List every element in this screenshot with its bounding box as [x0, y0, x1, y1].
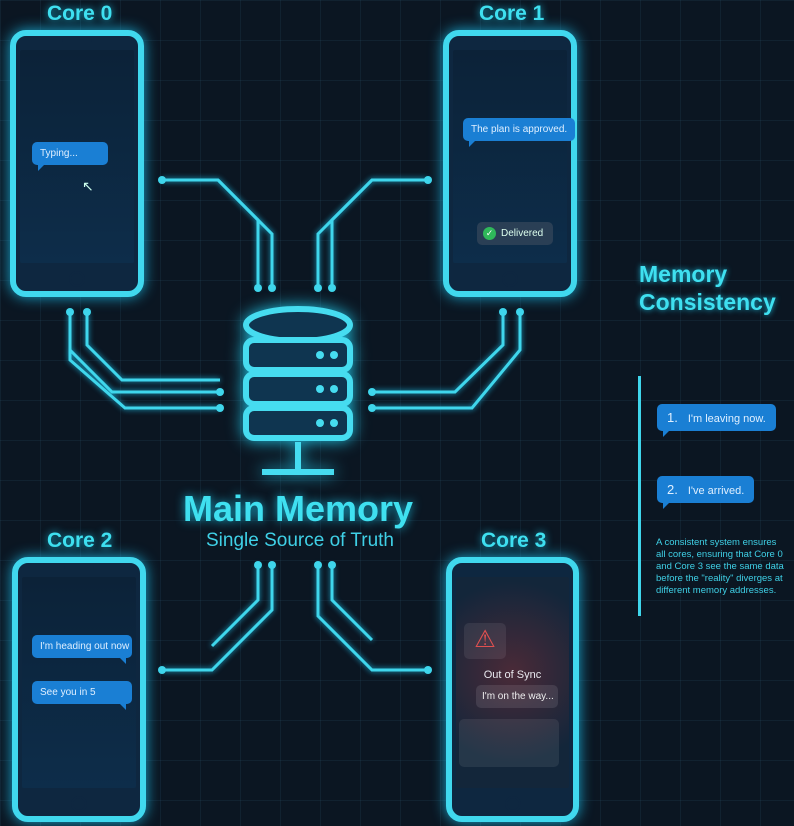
core-1-phone: The plan is approved. ✓ Delivered — [443, 30, 577, 297]
core-3-label: Core 3 — [481, 529, 547, 552]
approved-bubble: The plan is approved. — [463, 118, 576, 147]
core-2-phone: I'm heading out now See you in 5 — [12, 557, 146, 822]
core-1-label: Core 1 — [479, 2, 545, 25]
home-button — [502, 271, 518, 287]
cursor-icon: ↖ — [82, 178, 94, 194]
typing-bubble: Typing... — [32, 142, 108, 171]
check-icon: ✓ — [483, 227, 496, 240]
divider-line — [638, 376, 641, 616]
sequence-item-2: 2.I've arrived. — [657, 476, 755, 509]
message-bubble: See you in 5 — [32, 681, 132, 710]
out-of-sync-label: Out of Sync — [483, 669, 542, 681]
delivered-status: ✓ Delivered — [477, 222, 554, 245]
core-2-label: Core 2 — [47, 529, 113, 552]
corrupted-text-block — [459, 719, 559, 767]
side-title: Memory Consistency — [639, 260, 776, 316]
message-bubble: I'm on the way... — [476, 685, 558, 708]
core-0-label: Core 0 — [47, 2, 113, 25]
status-text: Delivered — [501, 228, 544, 239]
home-button — [71, 796, 87, 812]
core-3-phone: ⚠ Out of Sync I'm on the way... — [446, 557, 579, 822]
consistency-description: A consistent system ensures all cores, e… — [656, 537, 784, 596]
core-0-phone: Typing... ↖ — [10, 30, 144, 297]
database-icon — [243, 306, 353, 475]
main-memory-title: Main Memory — [182, 488, 414, 529]
main-memory-subtitle: Single Source of Truth — [206, 530, 394, 551]
home-button — [504, 796, 521, 812]
side-title-line1: Memory — [639, 261, 728, 287]
sequence-item-1: 1.I'm leaving now. — [657, 404, 776, 437]
side-title-line2: Consistency — [639, 289, 776, 315]
home-button — [69, 271, 85, 287]
warning-icon: ⚠ — [464, 623, 506, 659]
message-bubble: I'm heading out now — [32, 635, 132, 664]
